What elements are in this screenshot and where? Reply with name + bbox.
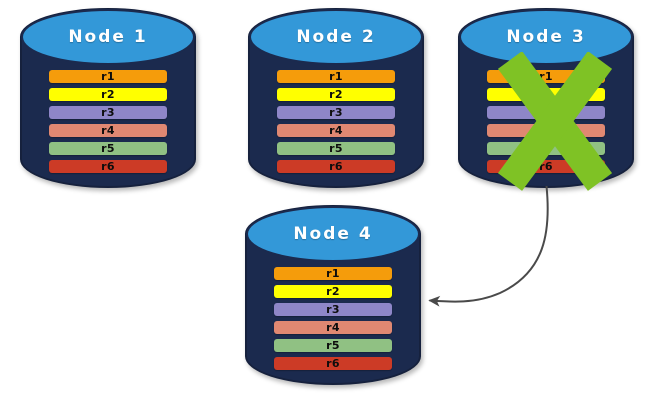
row-label: r2 [101,88,115,101]
node-3-rows: r1 r2 r3 r4 r5 r6 [458,8,634,188]
node-4[interactable]: Node 4 r1 r2 r3 r4 r5 r6 [245,205,421,385]
node-1-row-r5[interactable]: r5 [49,142,167,155]
node-3-row-r6[interactable]: r6 [487,160,605,173]
node-1-rows: r1 r2 r3 r4 r5 r6 [20,8,196,188]
row-label: r3 [101,106,115,119]
row-label: r4 [326,321,340,334]
row-label: r6 [539,160,553,173]
row-label: r1 [101,70,115,83]
row-label: r3 [326,303,340,316]
row-label: r4 [101,124,115,137]
node-2-row-r3[interactable]: r3 [277,106,395,119]
node-3-title: Node 3 [506,27,586,47]
node-3-row-r5[interactable]: r5 [487,142,605,155]
node-3-row-r4[interactable]: r4 [487,124,605,137]
node-1-row-r6[interactable]: r6 [49,160,167,173]
node-2[interactable]: Node 2 r1 r2 r3 r4 r5 r6 [248,8,424,188]
row-label: r4 [539,124,553,137]
row-label: r4 [329,124,343,137]
row-label: r1 [326,267,340,280]
row-label: r2 [329,88,343,101]
node-1-row-r4[interactable]: r4 [49,124,167,137]
row-label: r3 [539,106,553,119]
node-4-row-r6[interactable]: r6 [274,357,392,370]
node-3[interactable]: Node 3 r1 r2 r3 r4 r5 r6 [458,8,634,191]
row-label: r5 [101,142,115,155]
node-4-row-r3[interactable]: r3 [274,303,392,316]
node-4-cylinder-top: Node 4 [246,206,420,262]
row-label: r1 [329,70,343,83]
node-4-rows: r1 r2 r3 r4 r5 r6 [245,205,421,385]
row-label: r5 [326,339,340,352]
node-4-row-r1[interactable]: r1 [274,267,392,280]
row-label: r3 [329,106,343,119]
node-2-row-r2[interactable]: r2 [277,88,395,101]
row-label: r1 [539,70,553,83]
row-label: r5 [539,142,553,155]
node-2-row-r5[interactable]: r5 [277,142,395,155]
node-4-row-r4[interactable]: r4 [274,321,392,334]
row-label: r2 [326,285,340,298]
node-3-row-r3[interactable]: r3 [487,106,605,119]
node-2-row-r6[interactable]: r6 [277,160,395,173]
node-2-title: Node 2 [296,27,376,47]
row-label: r2 [539,88,553,101]
row-label: r6 [101,160,115,173]
node-3-row-r2[interactable]: r2 [487,88,605,101]
node-1[interactable]: Node 1 r1 r2 r3 r4 r5 r6 [20,8,196,188]
node-4-row-r5[interactable]: r5 [274,339,392,352]
node-4-row-r2[interactable]: r2 [274,285,392,298]
node-1-row-r2[interactable]: r2 [49,88,167,101]
node-1-row-r1[interactable]: r1 [49,70,167,83]
node-2-row-r4[interactable]: r4 [277,124,395,137]
node-2-cylinder-top: Node 2 [249,9,423,65]
row-label: r5 [329,142,343,155]
node-4-title: Node 4 [293,224,373,244]
row-label: r6 [326,357,340,370]
node-2-rows: r1 r2 r3 r4 r5 r6 [248,8,424,188]
node-1-cylinder-top: Node 1 [21,9,195,65]
node-1-row-r3[interactable]: r3 [49,106,167,119]
node-3-row-r1[interactable]: r1 [487,70,605,83]
row-label: r6 [329,160,343,173]
node-1-title: Node 1 [68,27,148,47]
node-2-row-r1[interactable]: r1 [277,70,395,83]
